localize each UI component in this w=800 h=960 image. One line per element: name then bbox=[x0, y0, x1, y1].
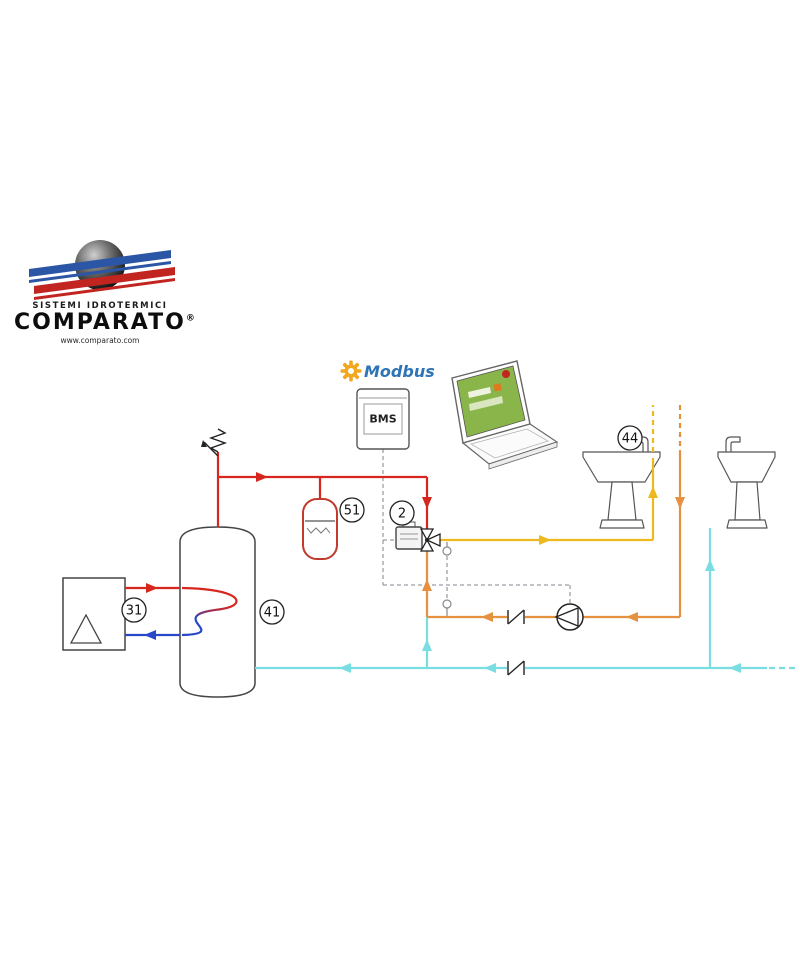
logo-tagline: SISTEMI IDROTERMICI bbox=[32, 301, 168, 311]
badge-text: 2 bbox=[398, 507, 406, 522]
brand-text: COMPARATO bbox=[14, 310, 186, 335]
badge-text: 44 bbox=[622, 432, 639, 447]
cold-water-arrows bbox=[339, 559, 741, 673]
temperature-sensor-return bbox=[442, 599, 452, 616]
laptop-keyboard-icon bbox=[469, 428, 549, 459]
modbus-label: Modbus bbox=[364, 362, 435, 381]
bms-unit: BMS bbox=[356, 388, 410, 450]
relief-arrow-icon bbox=[201, 440, 207, 447]
label-badge-fixtures: 44 bbox=[617, 425, 643, 451]
basin-pedestal-icon bbox=[734, 481, 761, 521]
check-valve-recirculation bbox=[507, 609, 525, 625]
hot-supply-pipes bbox=[125, 452, 429, 590]
laptop-front-edge-icon bbox=[488, 441, 558, 470]
screen-panel-icon bbox=[468, 387, 491, 398]
hot-supply-arrows bbox=[146, 472, 432, 593]
safety-valve bbox=[201, 428, 228, 457]
temperature-sensor-flow bbox=[442, 542, 452, 556]
control-wiring bbox=[382, 449, 571, 603]
expansion-vessel bbox=[302, 498, 338, 560]
boiler-return-arrow bbox=[144, 630, 156, 640]
storage-tank bbox=[179, 526, 256, 698]
label-badge-expansion-vessel: 51 bbox=[339, 497, 365, 523]
company-logo: SISTEMI IDROTERMICI COMPARATO® www.compa… bbox=[14, 238, 195, 346]
pump bbox=[554, 603, 584, 631]
label-badge-boiler: 31 bbox=[121, 597, 147, 623]
faucet-icon bbox=[725, 436, 741, 452]
label-badge-mixing-valve: 2 bbox=[389, 500, 415, 526]
registered-mark: ® bbox=[185, 313, 197, 324]
basin-bowl-icon bbox=[717, 451, 776, 483]
bms-label: BMS bbox=[369, 413, 396, 426]
washbasin-left bbox=[582, 436, 661, 529]
basin-base-icon bbox=[599, 519, 645, 529]
basin-base-icon bbox=[726, 519, 768, 529]
basin-pedestal-icon bbox=[607, 481, 637, 521]
logo-mark-icon bbox=[29, 240, 175, 300]
gear-icon bbox=[340, 360, 362, 382]
boiler bbox=[62, 577, 126, 651]
modbus-logo: Modbus bbox=[340, 360, 435, 382]
logo-blue-stripe-icon bbox=[29, 250, 171, 277]
logo-red-stripe-thin-icon bbox=[34, 278, 175, 300]
screen-block-icon bbox=[493, 383, 502, 392]
check-valve-cold bbox=[507, 660, 525, 676]
mixing-valve bbox=[395, 521, 441, 552]
burner-triangle-icon bbox=[69, 613, 103, 644]
badge-text: 51 bbox=[344, 504, 361, 519]
brand-name: COMPARATO® bbox=[14, 310, 195, 335]
heating-coil-icon bbox=[181, 586, 238, 637]
screen-logo-icon bbox=[502, 370, 510, 378]
mixed-water-arrows bbox=[539, 486, 658, 545]
badge-text: 31 bbox=[126, 604, 143, 619]
pump-direction-icon bbox=[554, 607, 579, 627]
screen-panel-icon bbox=[469, 396, 503, 411]
logo-blue-stripe-thin-icon bbox=[29, 261, 171, 283]
membrane-icon bbox=[306, 527, 331, 534]
valve-actuator-icon bbox=[395, 526, 423, 550]
washbasin-right bbox=[717, 436, 776, 529]
label-badge-tank: 41 bbox=[259, 599, 285, 625]
laptop bbox=[451, 360, 559, 470]
basin-bowl-icon bbox=[582, 451, 661, 483]
badge-text: 41 bbox=[264, 606, 281, 621]
website-url: www.comparato.com bbox=[60, 336, 140, 346]
valve-body-icon bbox=[419, 528, 441, 552]
recirculation-arrows bbox=[422, 497, 685, 622]
logo-red-stripe-icon bbox=[34, 267, 175, 294]
